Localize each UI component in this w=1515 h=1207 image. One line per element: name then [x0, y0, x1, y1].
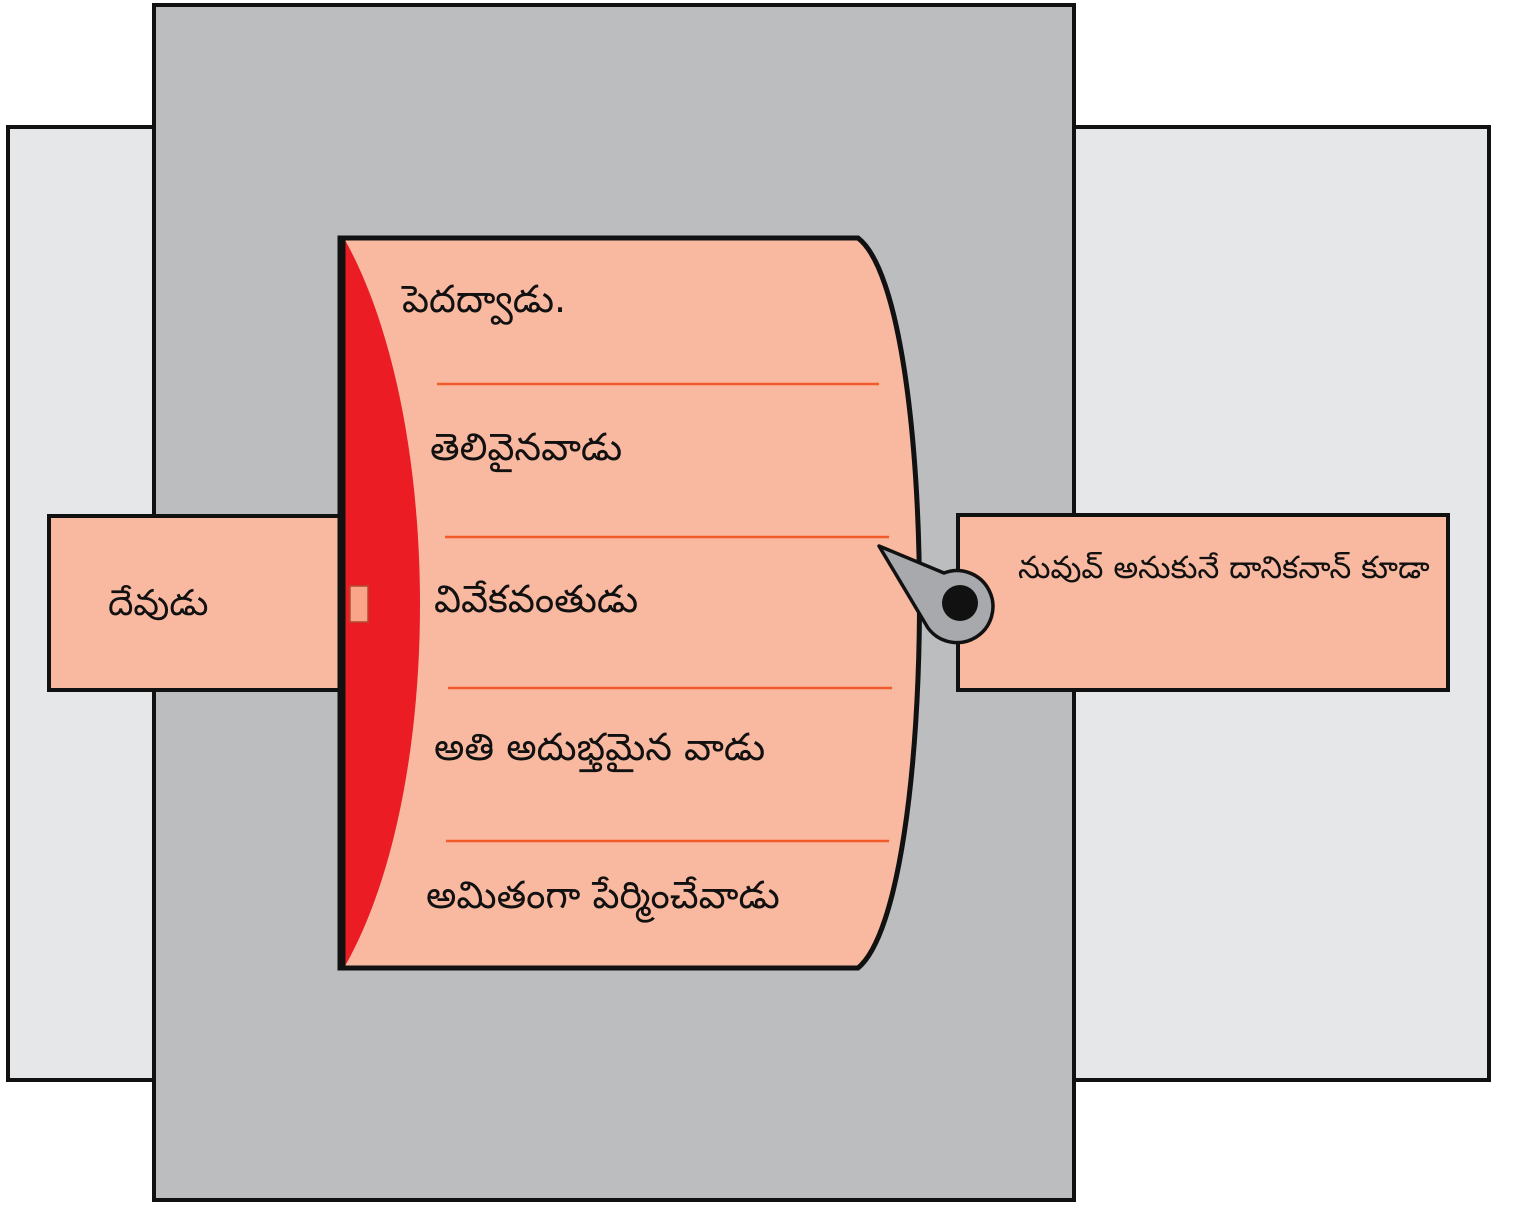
pointer-pivot: [942, 585, 978, 621]
drum-edge: [345, 240, 420, 966]
connector-tab: [349, 585, 369, 623]
right-box-label: నువువ్ అనుకునే దానికనాన్ కూడా: [1018, 550, 1430, 586]
left-box-label: దేవుడు: [108, 583, 209, 624]
drum-item-5: అమితంగా పేర్మించేవాడు: [426, 873, 780, 917]
drum-item-2: తెలివైనవాడు: [430, 425, 623, 469]
drum-body: [337, 235, 922, 971]
drum-item-1: పెదద్వాడు.: [402, 277, 567, 321]
drum-item-4: అతి అదుభ్తమైన వాడు: [434, 725, 766, 769]
drum-item-3: వివేకవంతుడు: [434, 577, 639, 621]
left-box: [47, 514, 353, 692]
right-box: [956, 513, 1450, 692]
